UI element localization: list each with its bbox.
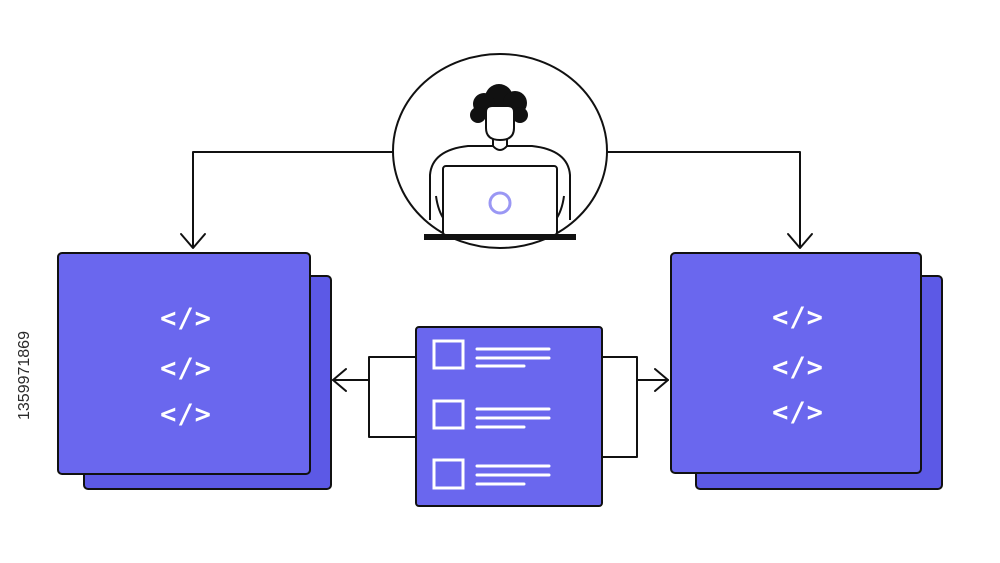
user-circle <box>392 53 608 249</box>
left-panel-front-sheet <box>57 252 311 475</box>
checkbox-icon <box>432 399 465 430</box>
person-at-laptop-icon <box>424 84 576 240</box>
checkbox-icon <box>432 458 465 490</box>
laptop-logo-icon <box>488 191 512 215</box>
connector-user-to-right-panel <box>605 151 813 249</box>
checklist-item <box>432 339 551 370</box>
left-code-panel: </> </> </> <box>57 252 332 490</box>
checklist-item <box>432 458 551 490</box>
left-code-line-1: </> <box>160 303 212 334</box>
right-code-line-1: </> <box>772 302 824 333</box>
connector-checklist-to-right-panel <box>600 356 669 458</box>
checkbox-icon <box>432 339 465 370</box>
checklist-card <box>415 326 603 507</box>
left-code-line-3: </> <box>160 399 212 430</box>
connector-user-to-left-panel <box>180 151 396 249</box>
right-code-line-2: </> <box>772 352 824 383</box>
right-code-line-3: </> <box>772 397 824 428</box>
left-code-line-2: </> <box>160 353 212 384</box>
checklist-item <box>432 399 551 430</box>
right-panel-front-sheet <box>670 252 922 474</box>
right-code-panel: </> </> </> <box>670 252 943 490</box>
connector-checklist-to-left-panel <box>332 356 417 438</box>
